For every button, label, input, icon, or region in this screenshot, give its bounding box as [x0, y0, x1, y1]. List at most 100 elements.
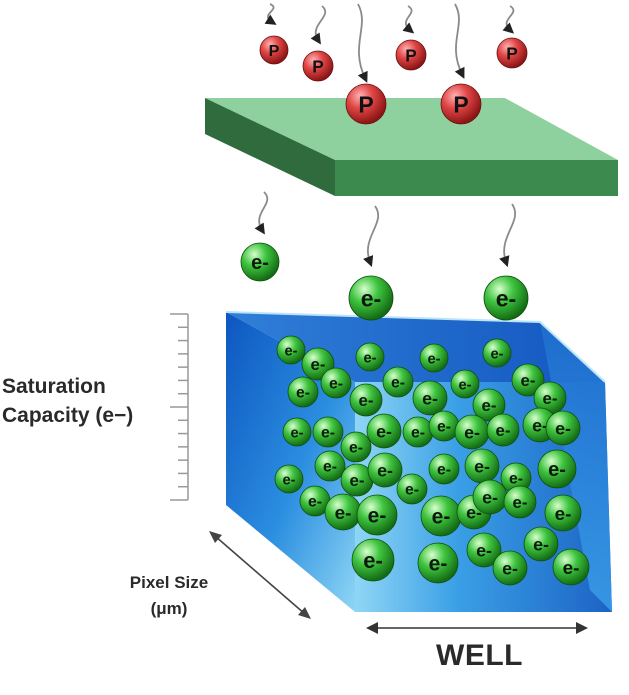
electron-sphere-icon: e-: [483, 275, 529, 321]
electron-sphere-icon: e-: [314, 450, 346, 482]
photon-sphere-icon: P: [345, 83, 387, 125]
electron-label: e-: [377, 460, 393, 480]
electron-label: e-: [482, 487, 498, 507]
electron-sphere-icon: e-: [402, 416, 434, 448]
electron-label: e-: [296, 385, 310, 402]
wavy-arrow-icon: [264, 3, 277, 25]
electron-sphere-icon: e-: [472, 479, 508, 515]
wavy-arrow-icon: [402, 5, 415, 34]
electron-label: e-: [543, 389, 558, 408]
photon-label: P: [453, 91, 468, 117]
photon-label: P: [506, 43, 518, 63]
electron-label: e-: [464, 422, 480, 442]
well-rim: [225, 311, 606, 383]
saturation-scale: [170, 313, 189, 501]
electron-label: e-: [496, 285, 517, 311]
electron-sphere-icon: e-: [464, 448, 500, 484]
electron-sphere-icon: e-: [511, 363, 545, 397]
wavy-arrow-icon: [363, 205, 380, 268]
electron-sphere-icon: e-: [552, 548, 590, 586]
pixel-size-label-line1: Pixel Size: [129, 573, 209, 592]
electron-label: e-: [405, 482, 419, 499]
photon-label: P: [405, 45, 417, 65]
color-filter: [205, 98, 618, 196]
wavy-arrow-icon: [502, 5, 515, 34]
electron-sphere-icon: e-: [472, 388, 506, 422]
electron-sphere-icon: e-: [492, 550, 528, 586]
electron-label: e-: [482, 396, 497, 415]
electron-sphere-icon: e-: [299, 485, 331, 517]
electron-label: e-: [311, 355, 326, 374]
electron-label: e-: [458, 377, 471, 393]
electron-sphere-icon: e-: [282, 417, 312, 447]
electron-label: e-: [490, 346, 503, 362]
pixel-size-arrow: [209, 531, 311, 619]
photon-label: P: [358, 91, 373, 117]
electron-label: e-: [513, 493, 528, 512]
electron-label: e-: [321, 425, 335, 442]
electron-sphere-icon: e-: [486, 413, 520, 447]
electron-label: e-: [432, 506, 451, 529]
electron-sphere-icon: e-: [537, 449, 577, 489]
electron-sphere-icon: e-: [544, 494, 582, 532]
well-label: WELL: [436, 639, 523, 672]
electron-label: e-: [350, 471, 365, 490]
electron-label: e-: [555, 504, 572, 525]
wavy-arrow-icon: [499, 203, 516, 268]
electron-sphere-icon: e-: [340, 431, 372, 463]
electron-label: e-: [290, 425, 303, 441]
electron-label: e-: [496, 421, 511, 440]
electron-sphere-icon: e-: [466, 532, 502, 568]
electron-label: e-: [251, 252, 269, 274]
electron-label: e-: [329, 376, 343, 393]
electron-label: e-: [335, 503, 352, 524]
pixel-size-label-line2: (μm): [150, 599, 188, 618]
electron-sphere-icon: e-: [428, 453, 460, 485]
electron-label: e-: [363, 548, 383, 573]
electron-label: e-: [476, 540, 492, 560]
electron-label: e-: [349, 440, 363, 457]
electron-label: e-: [555, 418, 571, 438]
electron-sphere-icon: e-: [382, 366, 414, 398]
electron-sphere-icon: e-: [366, 413, 402, 449]
wavy-arrow-icon: [357, 3, 368, 83]
electron-sphere-icon: e-: [500, 462, 532, 494]
electron-label: e-: [411, 425, 425, 442]
electron-sphere-icon: e-: [420, 495, 462, 537]
electron-sphere-icon: e-: [287, 376, 319, 408]
electron-label: e-: [282, 472, 295, 488]
electron-label: e-: [532, 415, 548, 435]
electron-sphere-icon: e-: [356, 494, 398, 536]
electron-label: e-: [521, 371, 536, 390]
electron-label: e-: [548, 459, 566, 481]
electron-sphere-icon: e-: [428, 410, 460, 442]
saturation-capacity-label: Saturation Capacity (e−): [2, 372, 133, 430]
electron-sphere-icon: e-: [454, 414, 490, 450]
electron-sphere-icon: e-: [482, 338, 512, 368]
electron-label: e-: [323, 459, 337, 476]
electron-label: e-: [308, 494, 322, 511]
electron-sphere-icon: e-: [274, 464, 304, 494]
electron-sphere-icon: e-: [320, 367, 352, 399]
electron-label: e-: [437, 462, 451, 479]
electron-sphere-icon: e-: [312, 416, 344, 448]
electron-sphere-icon: e-: [355, 342, 385, 372]
saturation-label-line2: Capacity (e−): [2, 404, 134, 427]
electron-sphere-icon: e-: [503, 485, 537, 519]
wavy-arrow-icon: [254, 191, 269, 235]
photon-sphere-icon: P: [395, 39, 427, 71]
wavy-arrow-icon: [310, 5, 326, 45]
electron-label: e-: [474, 456, 490, 476]
electron-label: e-: [422, 388, 438, 408]
filter-top-face: [205, 98, 618, 160]
photon-sphere-icon: P: [440, 83, 482, 125]
electron-sphere-icon: e-: [396, 473, 428, 505]
electron-label: e-: [509, 471, 523, 488]
electron-label: e-: [363, 350, 376, 366]
electron-sphere-icon: e-: [417, 542, 459, 584]
electron-label: e-: [429, 553, 448, 576]
photon-label: P: [269, 42, 280, 60]
electron-label: e-: [427, 351, 440, 367]
